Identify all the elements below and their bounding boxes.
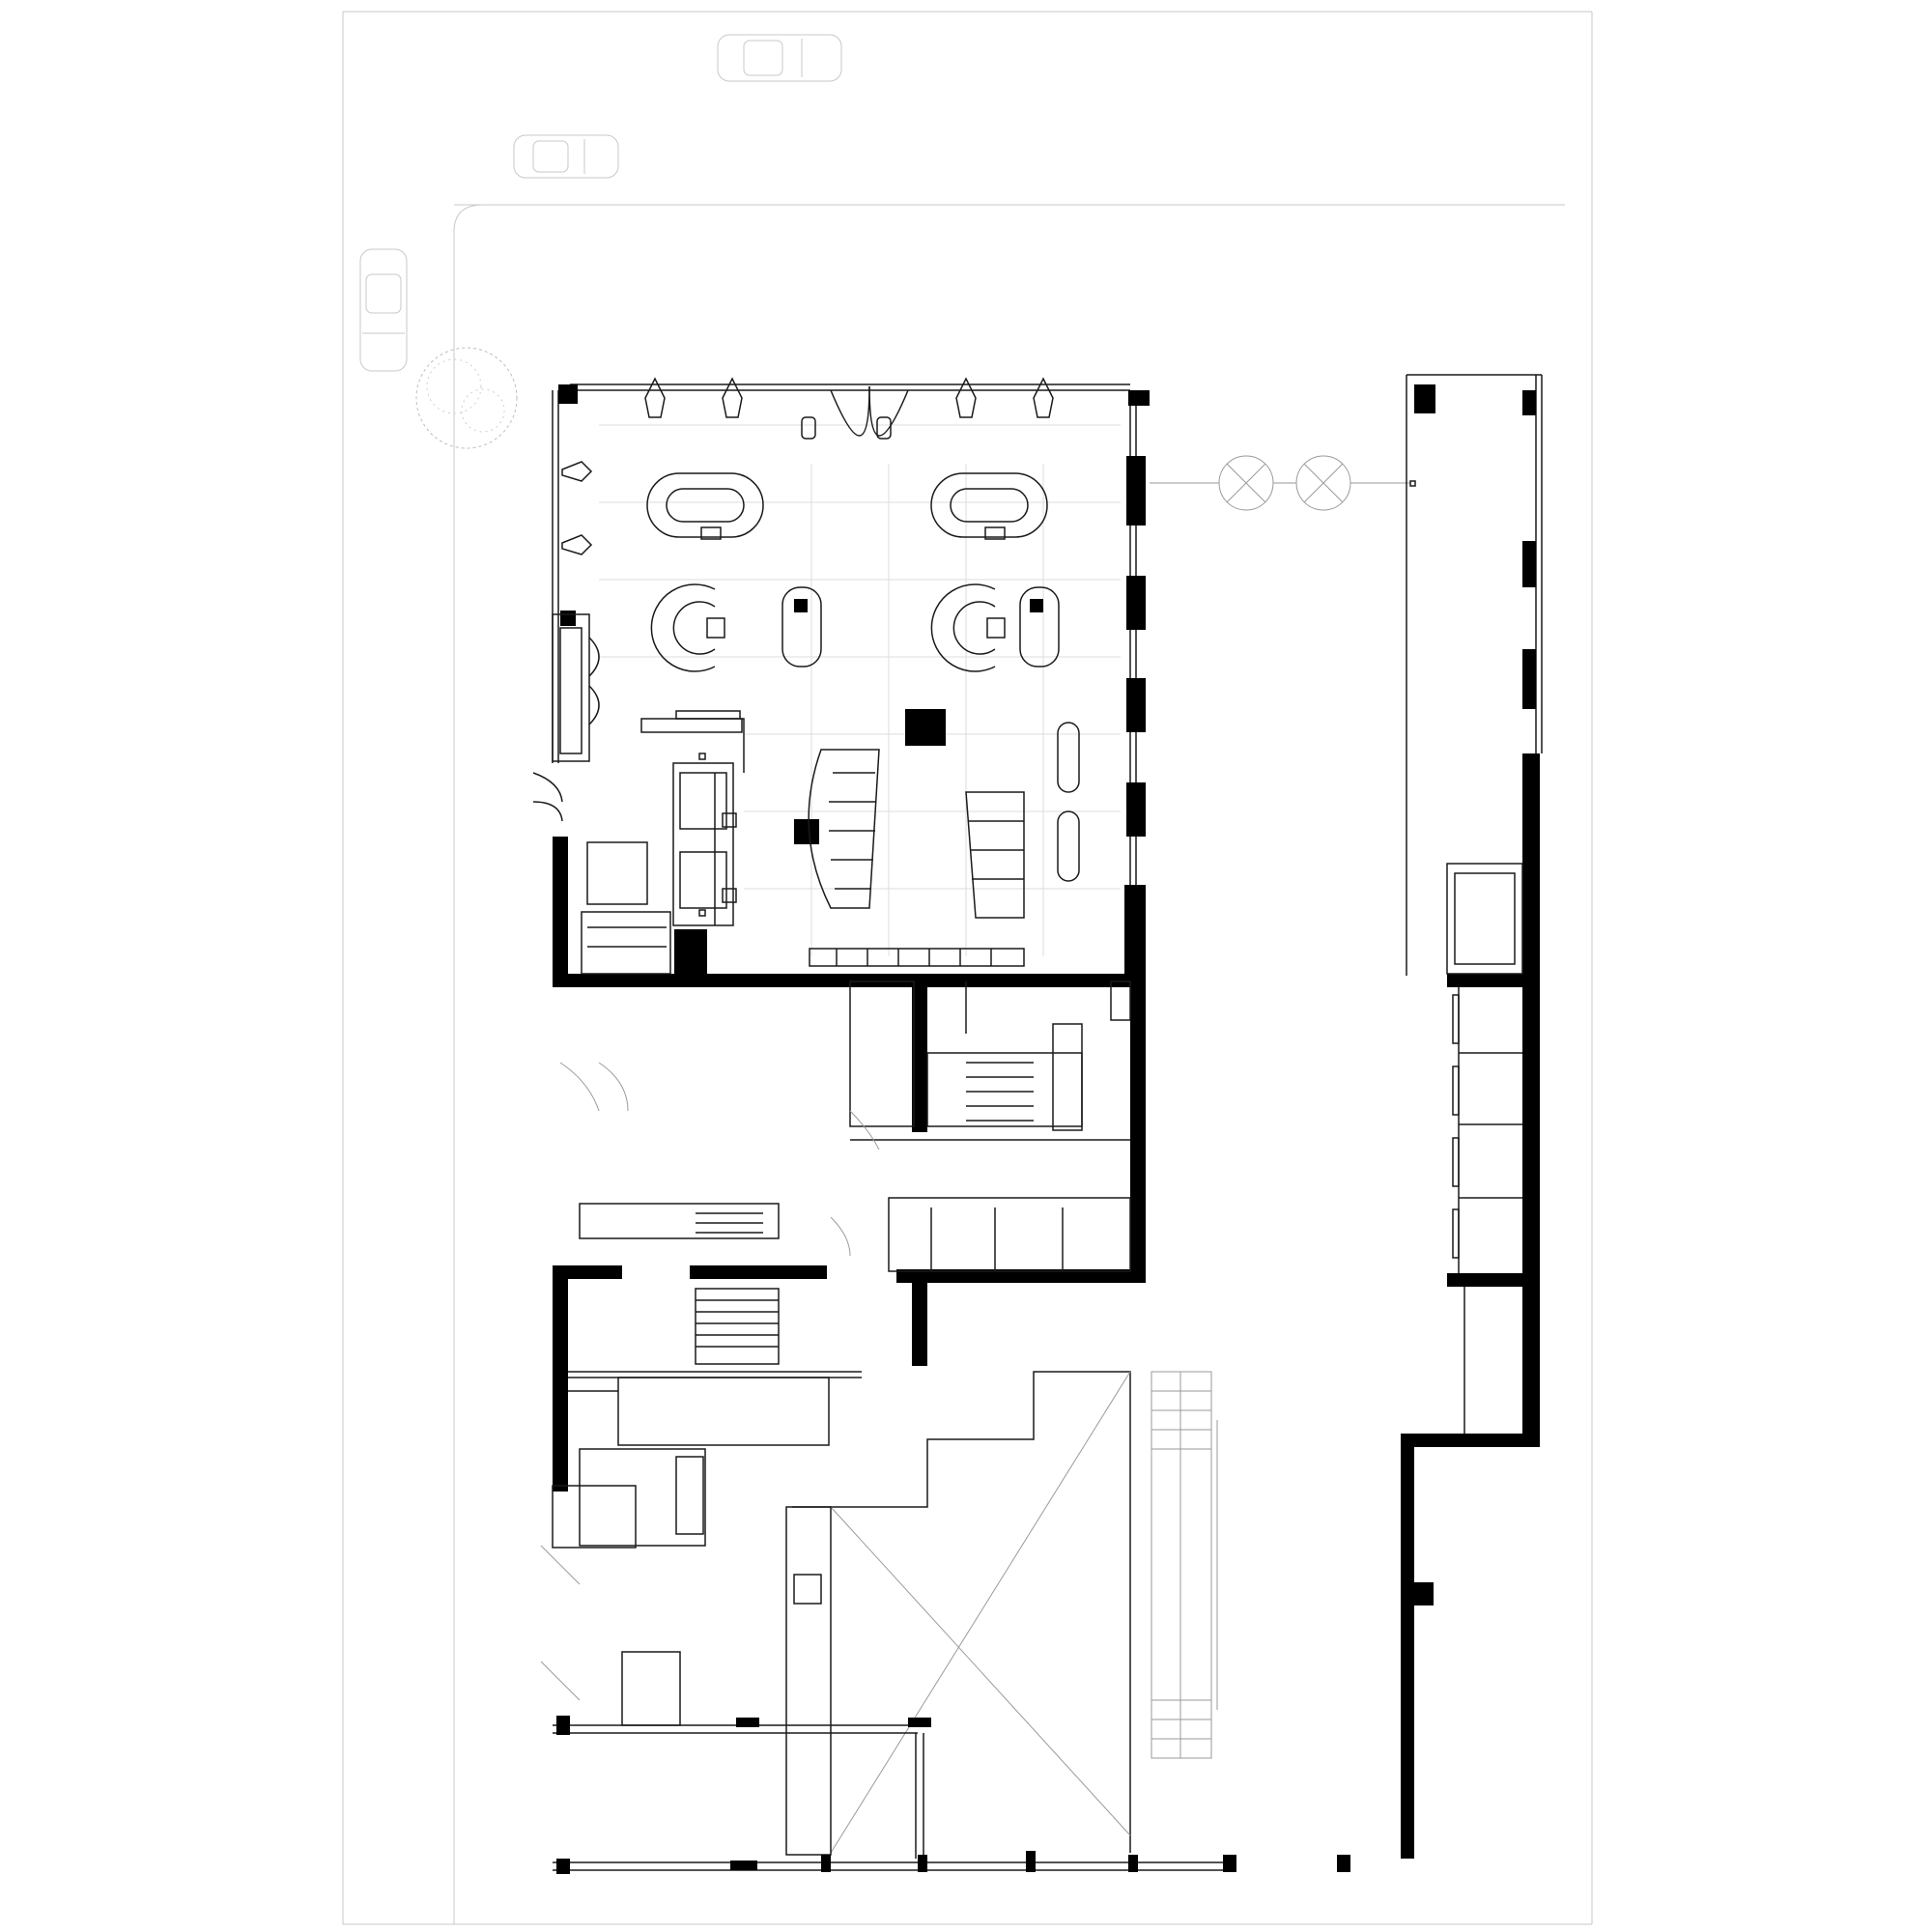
atrium-area: [540, 1371, 1350, 1874]
entrance-door: [801, 385, 909, 440]
lounge-seating: [646, 472, 764, 540]
pier: [1126, 678, 1146, 732]
pier: [1126, 576, 1146, 630]
column: [905, 709, 946, 746]
bench-row: [809, 948, 1025, 967]
bench: [1057, 722, 1080, 882]
car-icon: [717, 34, 842, 82]
column: [1128, 390, 1150, 406]
stair: [966, 1062, 1034, 1122]
column: [794, 819, 819, 844]
grand-staircase: [808, 749, 1025, 919]
display-case: [781, 586, 1060, 668]
lounge-seating: [930, 583, 1006, 672]
chair-icon: [561, 377, 1054, 555]
pier: [1126, 782, 1146, 837]
column: [794, 599, 808, 612]
column: [558, 384, 578, 404]
sheet-frame: [342, 11, 1593, 1925]
escalator: [1151, 1371, 1218, 1759]
service-area: [553, 980, 1146, 1547]
car-icon: [359, 248, 408, 372]
floor-tile-grid: [599, 424, 1121, 956]
counter: [640, 710, 745, 773]
car-icon: [513, 134, 619, 179]
tree-icon: [415, 347, 518, 449]
elevator-core: [672, 753, 737, 926]
reception-desk: [552, 613, 600, 762]
light-fixture-icon: [1218, 455, 1274, 511]
adjacent-building: [1401, 374, 1543, 1859]
column: [560, 611, 576, 626]
lobby-area: [532, 377, 1150, 987]
pier: [1126, 456, 1146, 526]
lounge-seating: [930, 472, 1048, 540]
column: [1030, 599, 1043, 612]
stair: [695, 1212, 780, 1365]
street-context: [359, 34, 1565, 1924]
light-fixture-icon: [1295, 455, 1351, 511]
lounge-seating: [650, 583, 725, 672]
